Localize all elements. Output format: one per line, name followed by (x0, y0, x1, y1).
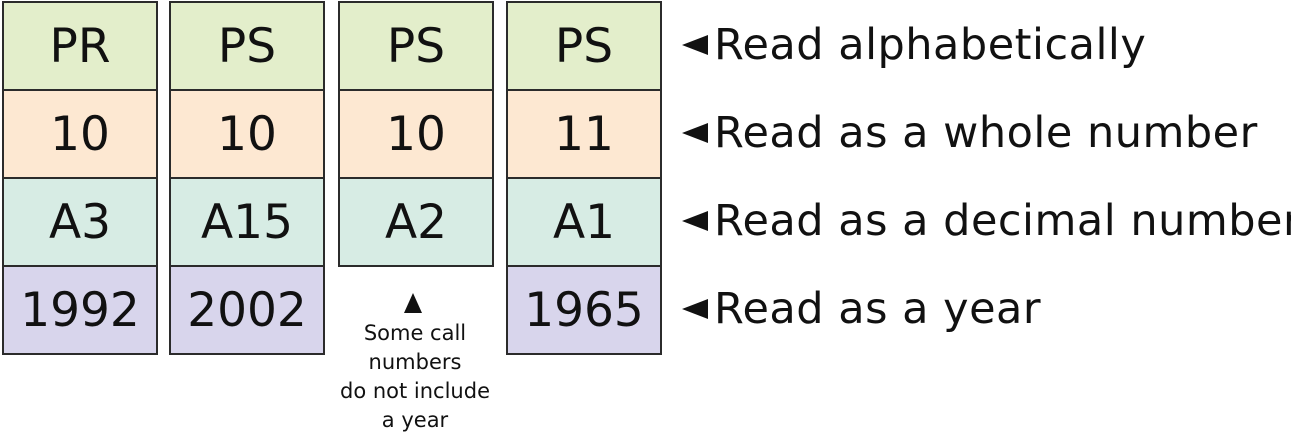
cell-class-letters: PS (169, 1, 325, 91)
arrow-left-icon (682, 299, 708, 319)
cell-cutter-number: A15 (169, 177, 325, 267)
cell-cutter-number: A1 (506, 177, 662, 267)
note-line: a year (381, 408, 449, 432)
row-label-text: Read as a decimal number (714, 196, 1291, 246)
cell-year: 1992 (2, 265, 158, 355)
note-line: do not include (339, 379, 490, 403)
cell-cutter-number: A2 (338, 177, 494, 267)
note-line: numbers (368, 350, 462, 374)
cell-class-number: 10 (2, 89, 158, 179)
arrow-left-icon (682, 123, 708, 143)
arrow-left-icon (682, 35, 708, 55)
cell-class-letters: PS (506, 1, 662, 91)
cell-class-number: 10 (338, 89, 494, 179)
row-label-text: Read as a whole number (714, 108, 1258, 158)
arrow-left-icon (682, 211, 708, 231)
cell-class-number: 10 (169, 89, 325, 179)
missing-year-note: Some call numbers do not include a year (330, 319, 500, 435)
row-label-cutter-number: Read as a decimal number (678, 177, 1291, 265)
cell-class-letters: PS (338, 1, 494, 91)
arrow-up-icon (404, 293, 422, 313)
cell-year: 1965 (506, 265, 662, 355)
row-label-year: Read as a year (678, 265, 1041, 353)
cell-class-number: 11 (506, 89, 662, 179)
cell-cutter-number: A3 (2, 177, 158, 267)
note-line: Some call (363, 321, 467, 345)
row-label-class-letters: Read alphabetically (678, 1, 1146, 89)
row-label-text: Read alphabetically (714, 20, 1147, 70)
cell-year: 2002 (169, 265, 325, 355)
cell-class-letters: PR (2, 1, 158, 91)
row-label-class-number: Read as a whole number (678, 89, 1258, 177)
row-label-text: Read as a year (714, 284, 1042, 334)
